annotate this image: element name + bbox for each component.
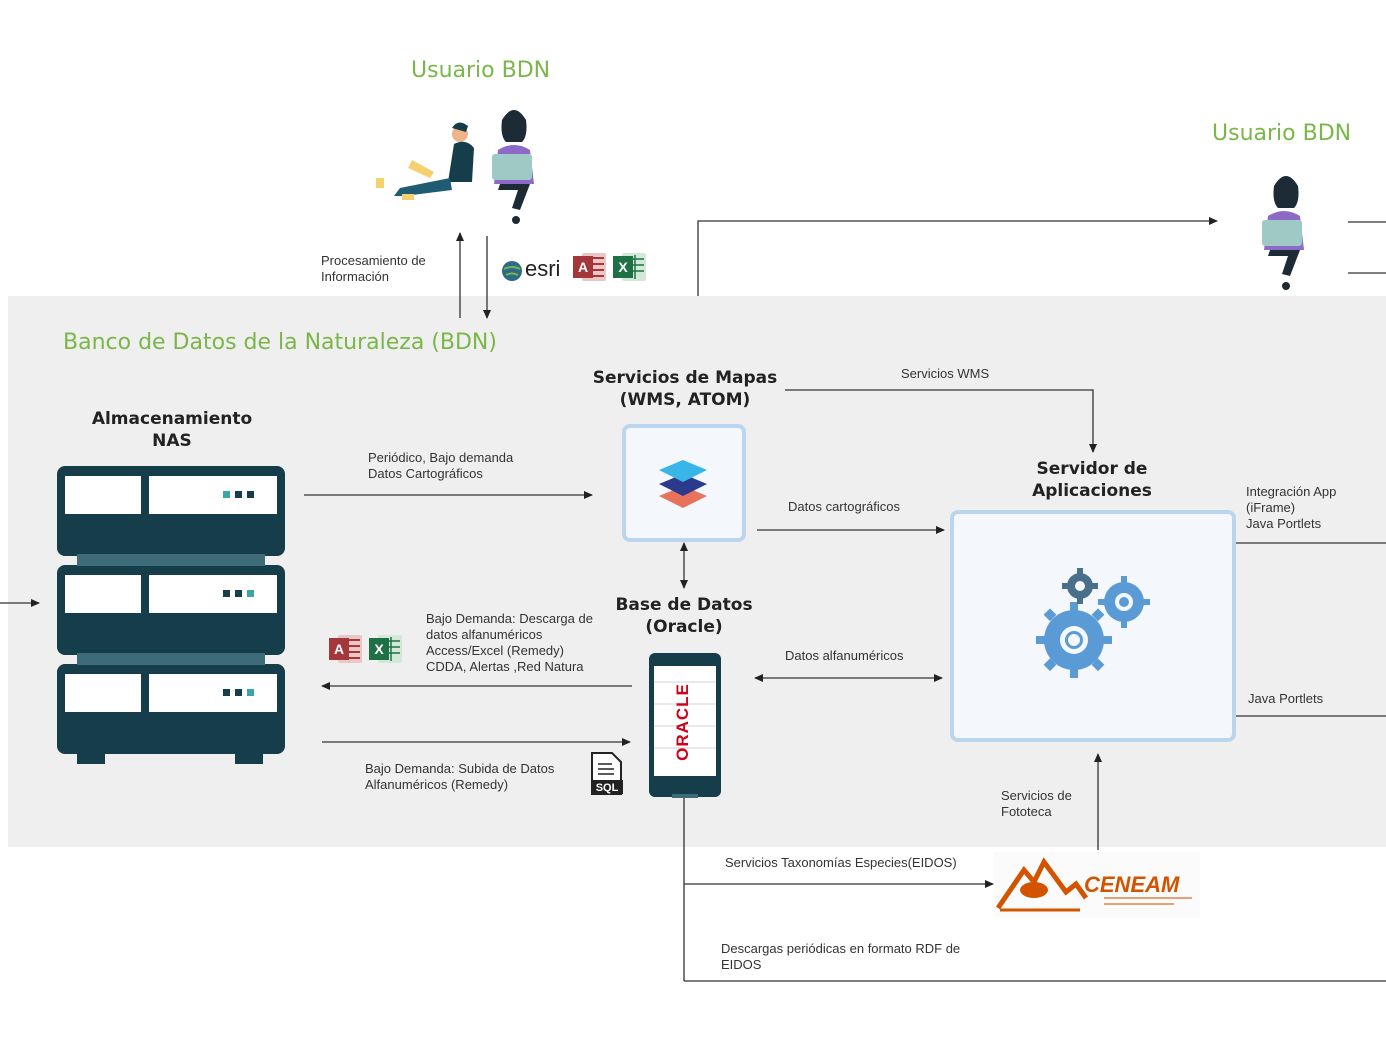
oracle-logo-text: ORACLE — [673, 683, 692, 761]
person-laptop-icon — [1262, 176, 1304, 290]
processing-label: Procesamiento de Información — [321, 253, 426, 284]
gears-icon — [1036, 568, 1150, 678]
nas-title: Almacenamiento NAS — [91, 409, 253, 451]
excel-icon: X — [369, 635, 402, 663]
label-periodic: Periódico, Bajo demanda Datos Cartográfi… — [368, 450, 514, 481]
database-title: Base de Datos (Oracle) — [615, 595, 753, 637]
person-laptop-icon — [376, 110, 534, 224]
access-icon: A — [329, 635, 362, 663]
app-server-title: Servidor de Aplicaciones — [1032, 459, 1152, 501]
label-upload: Bajo Demanda: Subida de Datos Alfanuméri… — [365, 761, 555, 792]
ceneam-label: CENEAM — [1084, 872, 1180, 897]
label-alfa: Datos alfanuméricos — [785, 648, 904, 663]
esri-label: esri — [525, 256, 561, 281]
svg-text:X: X — [374, 641, 384, 657]
label-carto: Datos cartográficos — [788, 499, 900, 514]
map-services-title: Servicios de Mapas (WMS, ATOM) — [592, 368, 778, 410]
ceneam-logo — [994, 852, 1200, 918]
excel-icon: X — [613, 253, 646, 281]
label-fototeca: Servicios de Fototeca — [1001, 788, 1072, 819]
svg-text:SQL: SQL — [596, 782, 619, 794]
esri-globe-icon — [502, 261, 522, 281]
bdn-title: Banco de Datos de la Naturaleza (BDN) — [63, 330, 497, 355]
label-taxonomias: Servicios Taxonomías Especies(EIDOS) — [725, 855, 957, 870]
server-rack-icon — [57, 466, 285, 764]
svg-text:A: A — [334, 641, 344, 657]
arrow-wms — [785, 389, 1097, 453]
layers-icon — [659, 460, 707, 508]
label-integration: Integración App (iFrame) Java Portlets — [1246, 484, 1337, 531]
label-wms: Servicios WMS — [901, 366, 990, 381]
usuario-bdn-left-label: Usuario BDN — [411, 58, 551, 83]
label-download: Bajo Demanda: Descarga de datos alfanumé… — [426, 611, 593, 674]
sql-file-icon: SQL — [591, 752, 623, 795]
oracle-db-icon — [649, 653, 721, 798]
label-rdf: Descargas periódicas en formato RDF de E… — [721, 941, 961, 972]
usuario-bdn-right-label: Usuario BDN — [1212, 121, 1352, 146]
access-icon: A — [573, 253, 606, 281]
arrow-to-right-user — [697, 217, 1218, 296]
svg-text:X: X — [618, 259, 628, 275]
svg-text:A: A — [578, 259, 588, 275]
label-java: Java Portlets — [1248, 691, 1324, 706]
